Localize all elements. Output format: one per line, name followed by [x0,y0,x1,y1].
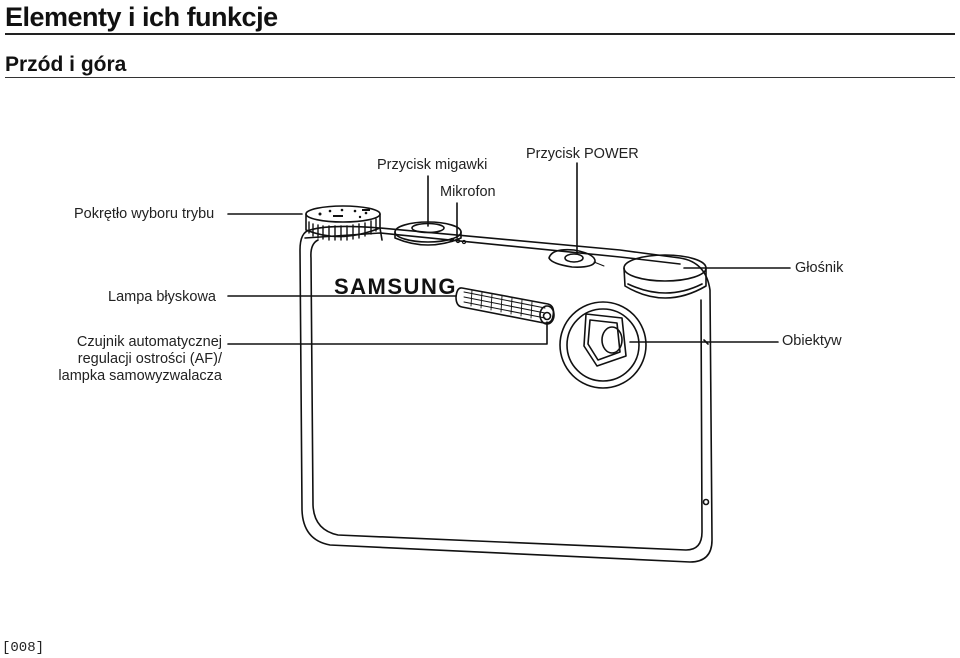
label-af-sensor-line-1: Czujnik automatycznej [76,334,222,350]
label-microphone: Mikrofon [440,184,496,200]
strap-lug [702,498,710,506]
label-speaker: Głośnik [795,260,844,276]
label-lens: Obiektyw [782,333,842,349]
label-af-sensor-line-3: lampka samowyzwalacza [58,368,222,384]
leader-af [227,321,548,345]
section-rule [5,77,955,78]
label-mode-dial: Pokrętło wyboru trybu [74,206,215,222]
label-af-sensor-line-2: regulacji ostrości (AF)/ [77,351,222,367]
section-title: Przód i góra [5,53,127,76]
label-power-button: Przycisk POWER [526,146,639,162]
label-af-sensor: Czujnik automatycznej regulacji ostrości… [44,334,222,385]
microphone-holes [449,237,467,245]
page-title: Elementy i ich funkcje [5,2,278,32]
camera-body [299,225,713,563]
power-button [548,248,605,268]
camera-brand-logo: SAMSUNG [334,274,457,299]
camera-body-inner [310,239,703,551]
label-shutter-button: Przycisk migawki [377,157,488,173]
lens [559,301,647,389]
title-rule [5,33,955,35]
mode-dial [305,205,381,241]
page-number: [008] [2,640,45,656]
label-flash: Lampa błyskowa [108,289,216,305]
flash-window [455,287,555,324]
